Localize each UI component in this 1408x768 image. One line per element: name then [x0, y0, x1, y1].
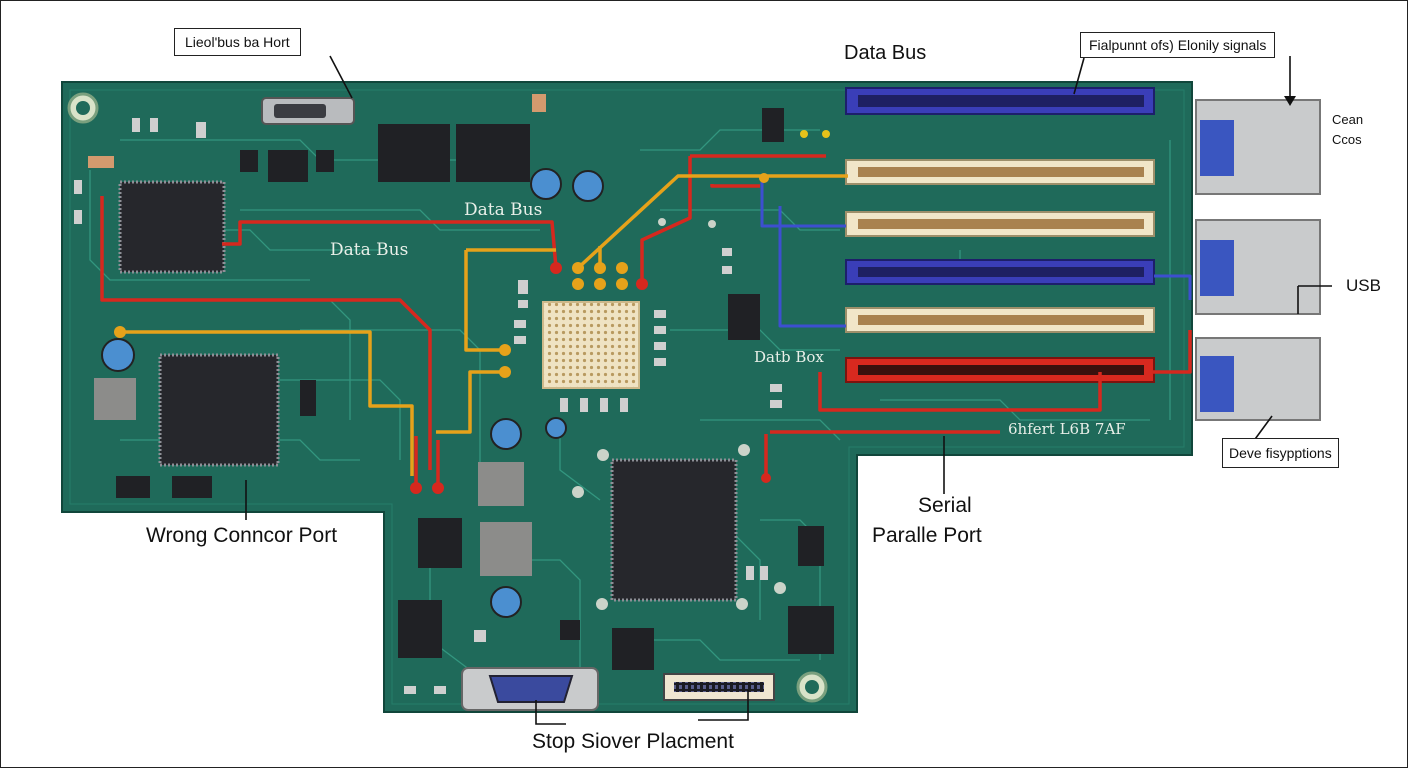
pcb-outline — [61, 81, 1193, 713]
leader-lines — [245, 55, 1332, 725]
silk-data-box: Datb Box — [754, 348, 824, 366]
bottom-db-connector — [461, 667, 599, 711]
label-right-side: Cean Ccos — [1332, 112, 1364, 147]
smd-components — [74, 94, 824, 694]
label-stop-slover: Stop Siover Placment — [532, 730, 734, 753]
mounting-holes — [67, 92, 828, 703]
blue-traces — [760, 182, 1192, 328]
label-parallel-port: Paralle Port — [872, 524, 982, 547]
label-serial: Serial — [918, 494, 972, 517]
ic-chips — [94, 108, 834, 670]
label-wrong-connector: Wrong Conncor Port — [146, 524, 338, 547]
callout-box-top-left: Lieol'bus ba Hort — [174, 28, 301, 56]
silk-data-bus-1: Data Bus — [464, 200, 543, 220]
callout-box-device: Deve fisypptions — [1222, 438, 1339, 468]
capacitors — [101, 168, 604, 618]
junction-dots — [114, 130, 830, 494]
callout-box-top-right: Fialpunnt ofs) Elonily signals — [1080, 32, 1276, 58]
usb-ports — [1195, 99, 1321, 421]
vias — [572, 218, 786, 610]
top-dsub-connector — [261, 97, 355, 125]
red-traces — [100, 154, 1192, 488]
silk-data-bus-2: Data Bus — [330, 240, 409, 260]
expansion-slots — [845, 87, 1155, 383]
label-data-bus-top: Data Bus — [844, 42, 927, 64]
label-usb: USB — [1346, 276, 1381, 295]
silk-bottom-right-marking: 6hfert L6B 7AF — [1008, 420, 1126, 438]
arrow-head-usb-top — [1284, 96, 1296, 106]
ribbon-connector — [663, 673, 775, 701]
orange-traces — [120, 174, 848, 476]
